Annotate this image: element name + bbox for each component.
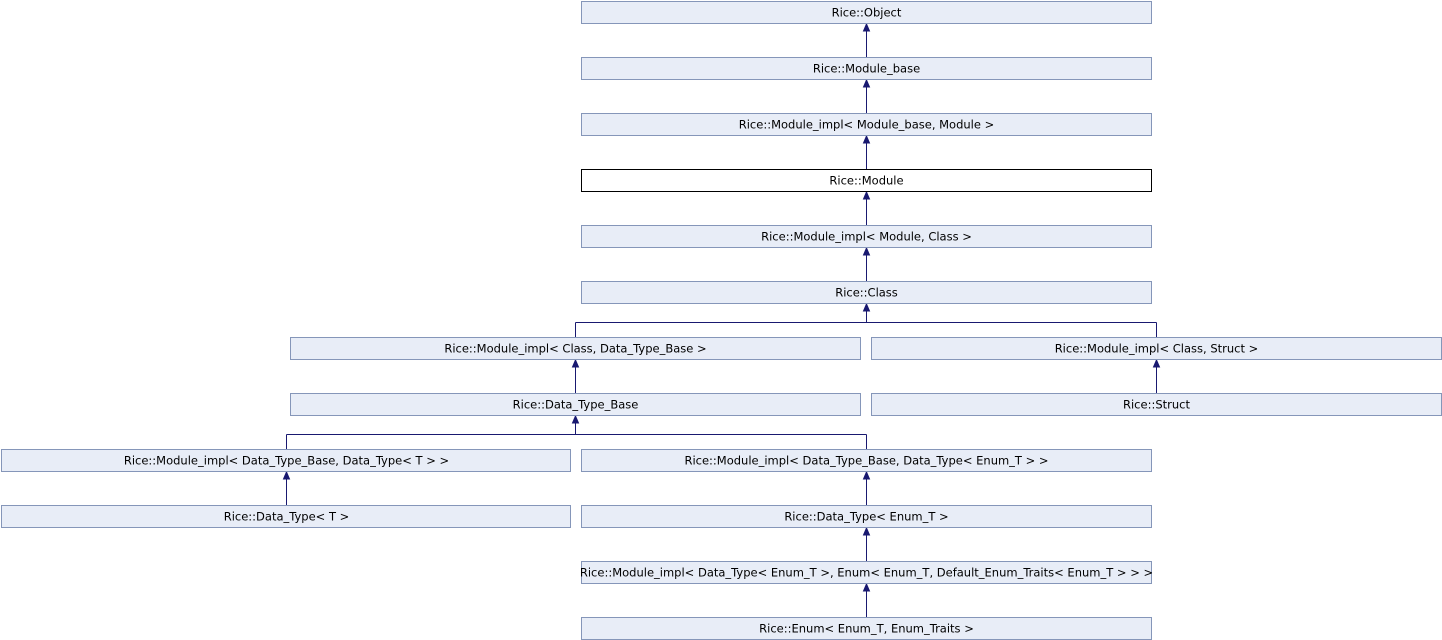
arrowhead-icon <box>862 190 871 200</box>
arrowhead-icon <box>862 302 871 312</box>
class-label: Rice::Module_impl< Class, Struct > <box>1055 342 1259 356</box>
arrowhead-icon <box>282 470 291 480</box>
class-label: Rice::Module_impl< Data_Type_Base, Data_… <box>684 454 1048 468</box>
class-box[interactable] <box>1 449 571 472</box>
inheritance-edge-to-module-impl-module-class <box>862 246 871 282</box>
class-label: Rice::Object <box>832 6 902 20</box>
class-node-struct[interactable]: Rice::Struct <box>871 393 1442 416</box>
class-box[interactable] <box>581 449 1152 472</box>
arrowhead-icon <box>862 526 871 536</box>
class-node-module-impl-dtb-dt-t[interactable]: Rice::Module_impl< Data_Type_Base, Data_… <box>1 449 571 472</box>
class-node-module-base[interactable]: Rice::Module_base <box>581 57 1152 80</box>
inheritance-edges <box>282 22 1161 618</box>
class-label: Rice::Module_impl< Data_Type_Base, Data_… <box>124 454 449 468</box>
inheritance-edge-to-module-impl-module-base <box>862 134 871 170</box>
class-label: Rice::Data_Type< Enum_T > <box>784 510 948 524</box>
arrowhead-icon <box>571 358 580 368</box>
class-node-module-impl-class-struct[interactable]: Rice::Module_impl< Class, Struct > <box>871 337 1442 360</box>
class-node-module: Rice::Module <box>581 169 1152 192</box>
class-box[interactable] <box>290 337 861 360</box>
class-box[interactable] <box>581 113 1152 136</box>
class-box[interactable] <box>581 561 1152 584</box>
class-label: Rice::Data_Type< T > <box>224 510 350 524</box>
arrowhead-icon <box>862 470 871 480</box>
class-box[interactable] <box>581 281 1152 304</box>
class-box[interactable] <box>581 57 1152 80</box>
inheritance-edge-to-data-type-base <box>286 414 867 450</box>
class-box[interactable] <box>581 225 1152 248</box>
inheritance-edge-to-module-base <box>862 78 871 114</box>
inheritance-edge-to-data-type-enum <box>862 526 871 562</box>
arrowhead-icon <box>862 582 871 592</box>
arrowhead-icon <box>571 414 580 424</box>
inheritance-edge-to-module-impl-class-dtb <box>571 358 580 394</box>
class-label: Rice::Module_impl< Module_base, Module > <box>739 118 994 132</box>
arrowhead-icon <box>1152 358 1161 368</box>
arrowhead-icon <box>862 22 871 32</box>
class-label: Rice::Module_impl< Module, Class > <box>761 230 972 244</box>
class-box[interactable] <box>1 505 571 528</box>
class-node-data-type-t[interactable]: Rice::Data_Type< T > <box>1 505 571 528</box>
inheritance-edge-to-object <box>862 22 871 58</box>
class-node-module-impl-dt-enum-enum[interactable]: Rice::Module_impl< Data_Type< Enum_T >, … <box>580 561 1153 584</box>
class-label: Rice::Struct <box>1123 398 1190 412</box>
class-label: Rice::Module_base <box>813 62 920 76</box>
inheritance-edge-to-module-impl-dtb-dt-t <box>282 470 291 506</box>
class-box[interactable] <box>581 1 1152 24</box>
inheritance-edge-to-module-impl-dt-enum-enum <box>862 582 871 618</box>
inheritance-edge-to-module <box>862 190 871 226</box>
arrowhead-icon <box>862 134 871 144</box>
class-node-enum[interactable]: Rice::Enum< Enum_T, Enum_Traits > <box>581 617 1152 640</box>
inheritance-edge-to-module-impl-dtb-dt-enum <box>862 470 871 506</box>
inheritance-edge-to-class <box>575 302 1157 338</box>
class-label: Rice::Module_impl< Class, Data_Type_Base… <box>444 342 706 356</box>
arrowhead-icon <box>862 246 871 256</box>
class-node-data-type-enum[interactable]: Rice::Data_Type< Enum_T > <box>581 505 1152 528</box>
inheritance-edge-to-module-impl-class-struct <box>1152 358 1161 394</box>
class-label: Rice::Enum< Enum_T, Enum_Traits > <box>759 622 974 636</box>
class-label: Rice::Module_impl< Data_Type< Enum_T >, … <box>580 566 1153 580</box>
class-node-module-impl-class-dtb[interactable]: Rice::Module_impl< Class, Data_Type_Base… <box>290 337 861 360</box>
class-node-data-type-base[interactable]: Rice::Data_Type_Base <box>290 393 861 416</box>
class-label: Rice::Data_Type_Base <box>513 398 639 412</box>
class-box <box>581 169 1152 192</box>
class-box[interactable] <box>290 393 861 416</box>
class-node-module-impl-dtb-dt-enum[interactable]: Rice::Module_impl< Data_Type_Base, Data_… <box>581 449 1152 472</box>
class-node-module-impl-module-base[interactable]: Rice::Module_impl< Module_base, Module > <box>581 113 1152 136</box>
edge-line <box>575 311 1157 338</box>
class-label: Rice::Module <box>829 174 903 188</box>
class-box[interactable] <box>581 505 1152 528</box>
class-node-class[interactable]: Rice::Class <box>581 281 1152 304</box>
edge-line <box>286 423 867 450</box>
class-node-module-impl-module-class[interactable]: Rice::Module_impl< Module, Class > <box>581 225 1152 248</box>
class-label: Rice::Class <box>835 286 898 300</box>
class-node-object[interactable]: Rice::Object <box>581 1 1152 24</box>
arrowhead-icon <box>862 78 871 88</box>
